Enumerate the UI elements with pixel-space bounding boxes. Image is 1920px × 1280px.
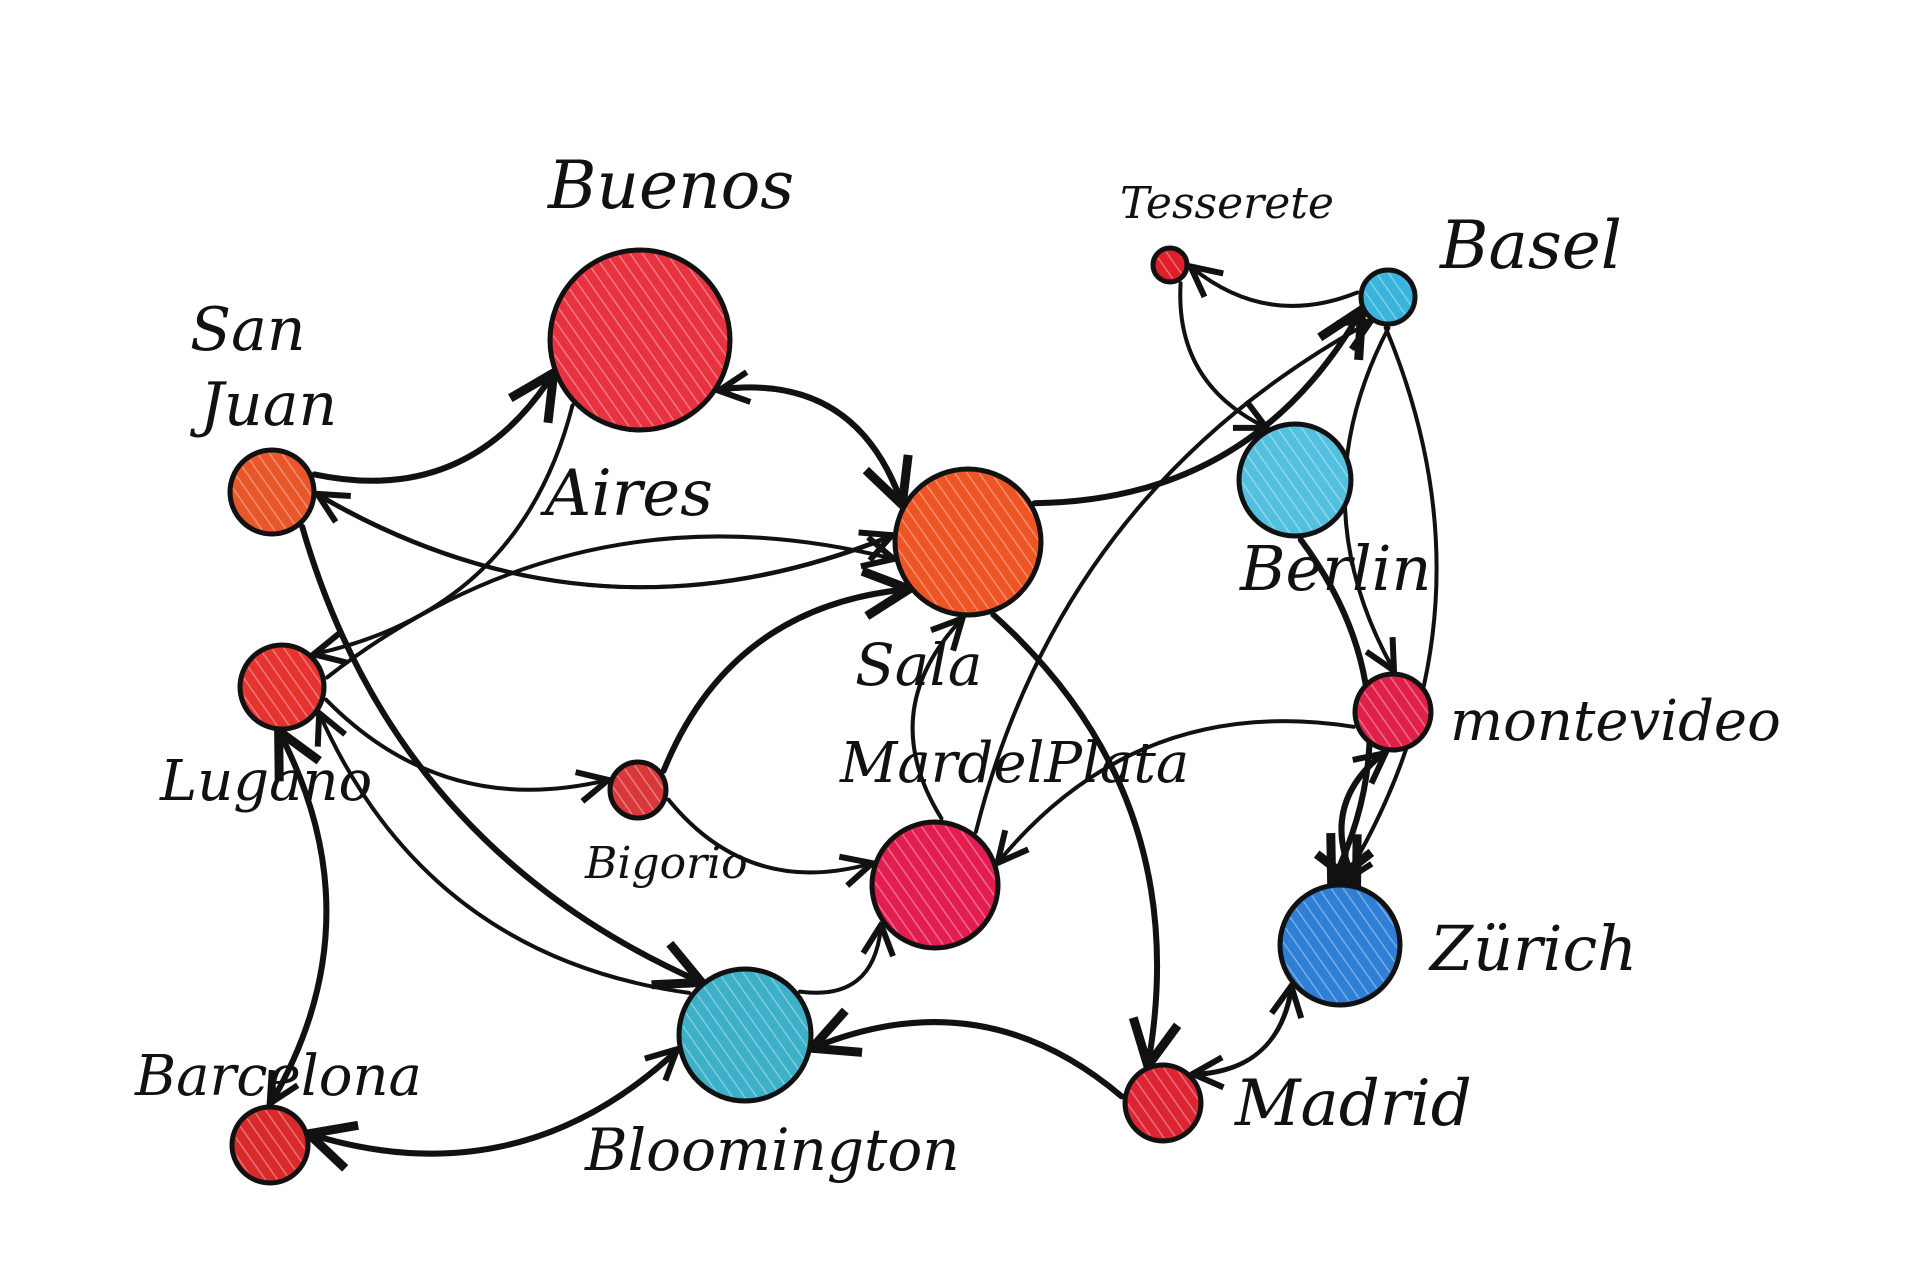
edge-bloomington-to-mar-del-plata: [797, 928, 881, 995]
edge-basel-to-tesserete: [1193, 268, 1360, 308]
node-tesserete: [1150, 245, 1190, 285]
edges-layer: [268, 268, 1439, 1154]
node-montevideo: [1352, 671, 1434, 753]
edge-sala-to-basel: [1031, 314, 1360, 507]
node-label-san-juan-bottom: Juan: [189, 370, 337, 440]
node-label-montevideo: montevideo: [1450, 689, 1781, 754]
edge-bigorio-to-sala: [660, 590, 905, 774]
edge-bigorio-to-mar-del-plata: [666, 797, 870, 873]
node-label-buenos-aires-bottom: Aires: [540, 457, 713, 531]
node-label-buenos-aires-top: Buenos: [547, 147, 794, 224]
node-san-juan: [227, 447, 317, 537]
node-hatch-mar-del-plata: [875, 825, 995, 945]
node-hatch-bloomington: [682, 972, 808, 1098]
edge-madrid-to-bloomington: [816, 1022, 1125, 1100]
node-label-mar-del-plata: MardelPlata: [839, 731, 1189, 796]
edge-zurich-to-madrid: [1196, 985, 1295, 1074]
node-label-berlin: Berlin: [1239, 532, 1431, 605]
node-hatch-berlin: [1242, 427, 1348, 533]
node-bloomington: [676, 966, 814, 1104]
node-label-barcelona: Barcelona: [134, 1044, 422, 1109]
edge-basel-to-zurich: [1345, 325, 1439, 879]
edge-sala-to-san-juan: [320, 495, 894, 590]
edge-san-juan-to-bloomington: [299, 523, 698, 981]
node-label-zurich: Zürich: [1428, 912, 1637, 985]
edge-bloomington-to-barcelona: [313, 1047, 680, 1154]
node-sala: [892, 466, 1044, 618]
nodes-layer: [227, 245, 1434, 1186]
node-berlin: [1236, 421, 1354, 539]
edge-zurich-to-montevideo: [1339, 755, 1383, 885]
node-mar-del-plata: [869, 819, 1001, 951]
node-madrid: [1122, 1062, 1204, 1144]
edge-basel-to-montevideo: [1342, 326, 1393, 668]
node-label-bloomington: Bloomington: [584, 1116, 960, 1184]
edge-bloomington-to-lugano: [320, 716, 691, 995]
edge-montevideo-to-mar-del-plata: [1000, 719, 1356, 860]
node-label-tesserete: Tesserete: [1120, 178, 1334, 229]
node-label-san-juan-top: San: [190, 295, 306, 365]
edge-mar-del-plata-to-basel: [973, 323, 1368, 834]
node-label-madrid: Madrid: [1234, 1067, 1472, 1141]
node-hatch-barcelona: [235, 1110, 305, 1180]
node-hatch-montevideo: [1358, 677, 1428, 747]
node-label-lugano: Lugano: [159, 749, 372, 814]
node-label-bigorio: Bigorio: [584, 838, 748, 889]
node-barcelona: [229, 1104, 311, 1186]
node-lugano: [237, 642, 327, 732]
node-hatch-madrid: [1128, 1068, 1198, 1138]
node-basel: [1358, 267, 1418, 327]
edge-lugano-to-bigorio: [324, 697, 605, 790]
node-label-sala: Sala: [855, 631, 982, 699]
node-hatch-zurich: [1283, 888, 1397, 1002]
node-hatch-basel: [1364, 273, 1412, 321]
node-hatch-san-juan: [233, 453, 311, 531]
edge-mar-del-plata-to-sala: [910, 621, 961, 821]
edge-sala-to-madrid: [990, 611, 1157, 1062]
node-zurich: [1277, 882, 1403, 1008]
edge-san-juan-to-buenos-aires: [311, 377, 552, 484]
node-hatch-tesserete: [1156, 251, 1184, 279]
edge-lugano-to-sala: [325, 534, 891, 680]
edge-tesserete-to-berlin: [1178, 281, 1264, 426]
node-hatch-bigorio: [613, 765, 663, 815]
edge-buenos-aires-to-lugano: [317, 403, 575, 653]
edge-buenos-aires-to-sala: [717, 384, 901, 500]
node-hatch-buenos-aires: [553, 253, 727, 427]
edge-barcelona-to-lugano: [268, 735, 330, 1106]
labels-layer: Buenos Aires San Juan Tesserete Basel Be…: [134, 147, 1781, 1184]
node-hatch-lugano: [243, 648, 321, 726]
node-buenos-aires: [547, 247, 733, 433]
node-label-basel: Basel: [1439, 207, 1622, 284]
node-bigorio: [607, 759, 669, 821]
node-hatch-sala: [898, 472, 1038, 612]
